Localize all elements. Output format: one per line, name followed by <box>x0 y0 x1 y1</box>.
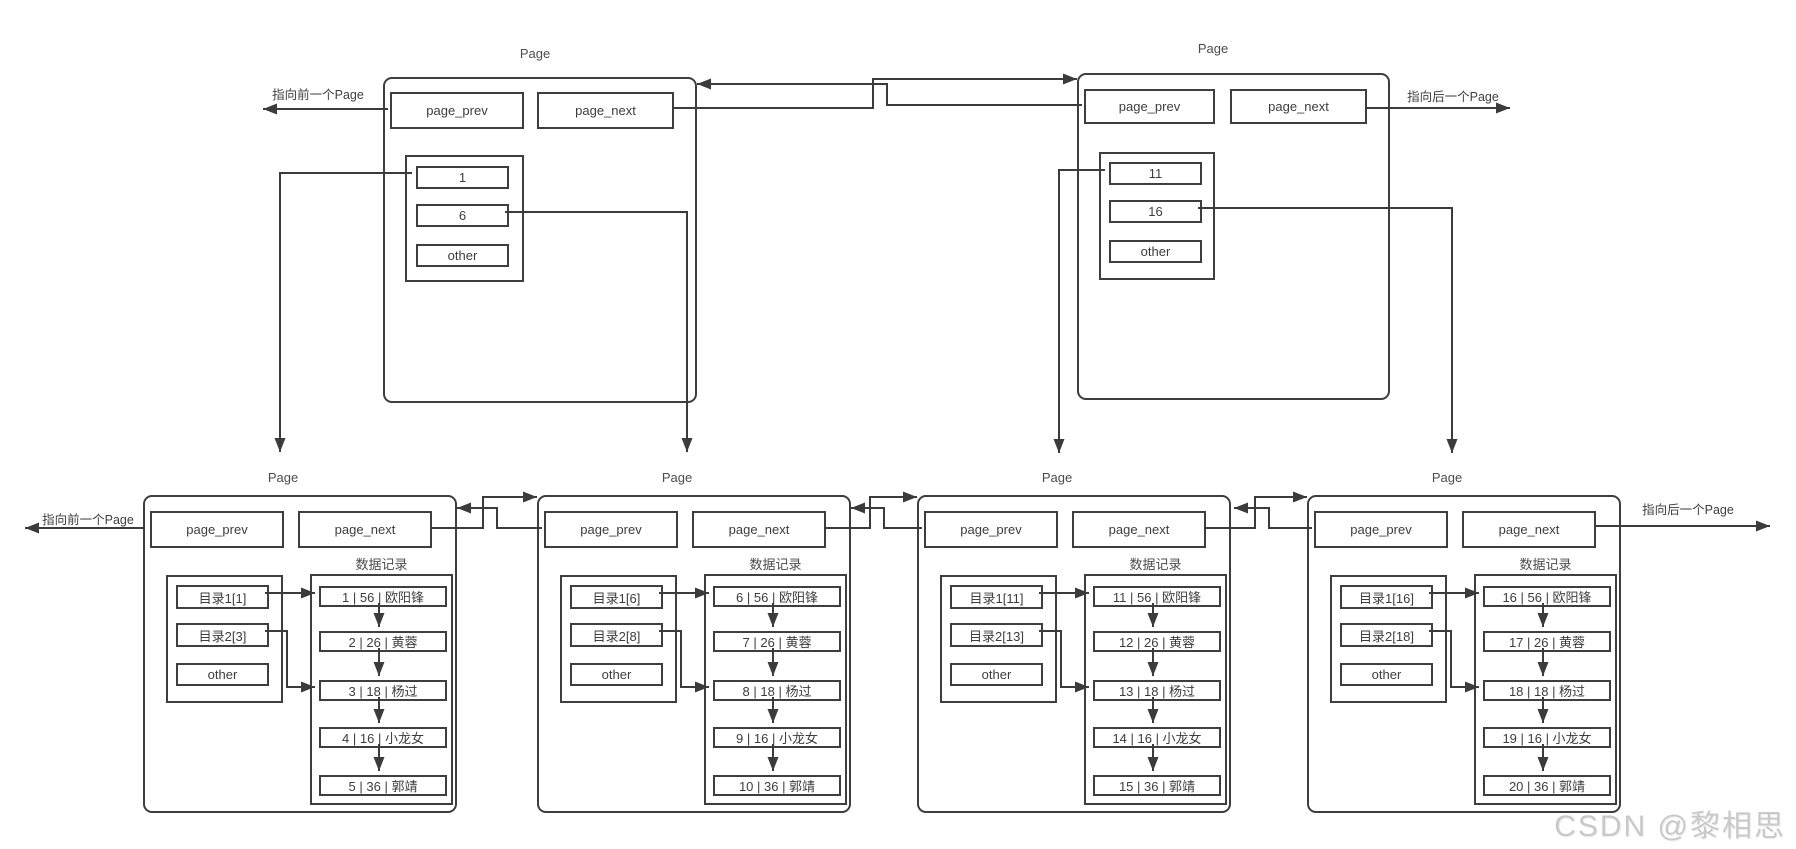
leaf-page-1-records-title: 数据记录 <box>355 557 408 572</box>
leaf-page-1-title: Page <box>267 470 299 485</box>
wire-top1-next-to-top2 <box>672 73 1077 109</box>
record-row: 7 | 26 | 黄蓉 <box>713 631 841 652</box>
record-row: 3 | 18 | 杨过 <box>319 680 447 701</box>
record-row: 12 | 26 | 黄蓉 <box>1093 631 1221 652</box>
top-page-1-directory: 1 6 other <box>405 155 524 282</box>
top-page-2-dir-entry-1: 11 <box>1109 162 1202 185</box>
edge-label-next-top: 指向后一个Page <box>1407 90 1499 104</box>
wire-top2-prev-to-top1 <box>697 78 1082 106</box>
edge-label-prev-bottom: 指向前一个Page <box>42 513 134 527</box>
top-page-2-page-prev: page_prev <box>1084 89 1215 124</box>
leaf-page-3-page-next: page_next <box>1072 511 1206 548</box>
record-row: 4 | 16 | 小龙女 <box>319 727 447 748</box>
leaf-page-2-title: Page <box>661 470 693 485</box>
edge-label-next-bottom: 指向后一个Page <box>1642 503 1734 517</box>
leaf-page-2-directory: 目录1[6] 目录2[8] other <box>560 575 677 703</box>
leaf-page-4-records: 16 | 56 | 欧阳锋 17 | 26 | 黄蓉 18 | 18 | 杨过 … <box>1474 574 1617 805</box>
leaf-page-3-page-prev: page_prev <box>924 511 1058 548</box>
top-page-1-page-prev: page_prev <box>390 92 524 129</box>
leaf-page-3-directory: 目录1[11] 目录2[13] other <box>940 575 1057 703</box>
record-row: 6 | 56 | 欧阳锋 <box>713 586 841 607</box>
record-row: 5 | 36 | 郭靖 <box>319 775 447 796</box>
top-page-1: page_prev page_next 1 6 other <box>383 77 697 403</box>
leaf-page-4-title: Page <box>1431 470 1463 485</box>
edge-label-prev-top: 指向前一个Page <box>272 88 364 102</box>
record-row: 17 | 26 | 黄蓉 <box>1483 631 1611 652</box>
leaf-page-3-dir-entry-1: 目录1[11] <box>950 585 1043 609</box>
leaf-page-2-dir-entry-other: other <box>570 663 663 686</box>
top-page-1-title: Page <box>519 46 551 61</box>
leaf-page-4-directory: 目录1[16] 目录2[18] other <box>1330 575 1447 703</box>
leaf-page-4-page-prev: page_prev <box>1314 511 1448 548</box>
leaf-page-3-records: 11 | 56 | 欧阳锋 12 | 26 | 黄蓉 13 | 18 | 杨过 … <box>1084 574 1227 805</box>
record-row: 18 | 18 | 杨过 <box>1483 680 1611 701</box>
leaf-page-1: page_prev page_next 数据记录 目录1[1] 目录2[3] o… <box>143 495 457 813</box>
top-page-2-page-next: page_next <box>1230 89 1367 124</box>
record-row: 10 | 36 | 郭靖 <box>713 775 841 796</box>
record-row: 16 | 56 | 欧阳锋 <box>1483 586 1611 607</box>
leaf-page-2-records: 6 | 56 | 欧阳锋 7 | 26 | 黄蓉 8 | 18 | 杨过 9 |… <box>704 574 847 805</box>
record-row: 14 | 16 | 小龙女 <box>1093 727 1221 748</box>
leaf-page-4-dir-entry-other: other <box>1340 663 1433 686</box>
leaf-page-3-title: Page <box>1041 470 1073 485</box>
record-row: 8 | 18 | 杨过 <box>713 680 841 701</box>
leaf-page-2-page-next: page_next <box>692 511 826 548</box>
leaf-page-2: page_prev page_next 数据记录 目录1[6] 目录2[8] o… <box>537 495 851 813</box>
record-row: 20 | 36 | 郭靖 <box>1483 775 1611 796</box>
top-page-1-dir-entry-1: 1 <box>416 166 509 189</box>
leaf-page-4-page-next: page_next <box>1462 511 1596 548</box>
wire-leaf2-prev-to-leaf1 <box>457 502 542 529</box>
record-row: 19 | 16 | 小龙女 <box>1483 727 1611 748</box>
leaf-page-3-dir-entry-2: 目录2[13] <box>950 623 1043 647</box>
leaf-page-1-page-next: page_next <box>298 511 432 548</box>
record-row: 13 | 18 | 杨过 <box>1093 680 1221 701</box>
record-row: 15 | 36 | 郭靖 <box>1093 775 1221 796</box>
leaf-page-1-dir-entry-2: 目录2[3] <box>176 623 269 647</box>
leaf-page-2-page-prev: page_prev <box>544 511 678 548</box>
leaf-page-2-records-title: 数据记录 <box>749 557 802 572</box>
leaf-page-4: page_prev page_next 数据记录 目录1[16] 目录2[18]… <box>1307 495 1621 813</box>
top-page-2: page_prev page_next 11 16 other <box>1077 73 1390 400</box>
record-row: 1 | 56 | 欧阳锋 <box>319 586 447 607</box>
leaf-page-1-directory: 目录1[1] 目录2[3] other <box>166 575 283 703</box>
record-row: 11 | 56 | 欧阳锋 <box>1093 586 1221 607</box>
top-page-2-dir-entry-2: 16 <box>1109 200 1202 223</box>
wire-leaf4-prev-to-leaf3 <box>1234 502 1312 529</box>
leaf-page-2-dir-entry-2: 目录2[8] <box>570 623 663 647</box>
leaf-page-1-records: 1 | 56 | 欧阳锋 2 | 26 | 黄蓉 3 | 18 | 杨过 4 |… <box>310 574 453 805</box>
top-page-1-dir-entry-other: other <box>416 244 509 267</box>
top-page-2-directory: 11 16 other <box>1099 152 1215 280</box>
record-row: 9 | 16 | 小龙女 <box>713 727 841 748</box>
leaf-page-3-dir-entry-other: other <box>950 663 1043 686</box>
top-page-2-title: Page <box>1197 41 1229 56</box>
top-page-2-dir-entry-other: other <box>1109 240 1202 263</box>
leaf-page-1-dir-entry-1: 目录1[1] <box>176 585 269 609</box>
wire-leaf3-prev-to-leaf2 <box>851 502 922 529</box>
leaf-page-4-dir-entry-1: 目录1[16] <box>1340 585 1433 609</box>
leaf-page-2-dir-entry-1: 目录1[6] <box>570 585 663 609</box>
leaf-page-4-dir-entry-2: 目录2[18] <box>1340 623 1433 647</box>
record-row: 2 | 26 | 黄蓉 <box>319 631 447 652</box>
top-page-1-page-next: page_next <box>537 92 674 129</box>
leaf-page-1-dir-entry-other: other <box>176 663 269 686</box>
top-page-1-dir-entry-2: 6 <box>416 204 509 227</box>
leaf-page-1-page-prev: page_prev <box>150 511 284 548</box>
leaf-page-3-records-title: 数据记录 <box>1129 557 1182 572</box>
leaf-page-3: page_prev page_next 数据记录 目录1[11] 目录2[13]… <box>917 495 1231 813</box>
leaf-page-4-records-title: 数据记录 <box>1519 557 1572 572</box>
csdn-watermark: CSDN @黎相思 <box>1554 810 1786 843</box>
